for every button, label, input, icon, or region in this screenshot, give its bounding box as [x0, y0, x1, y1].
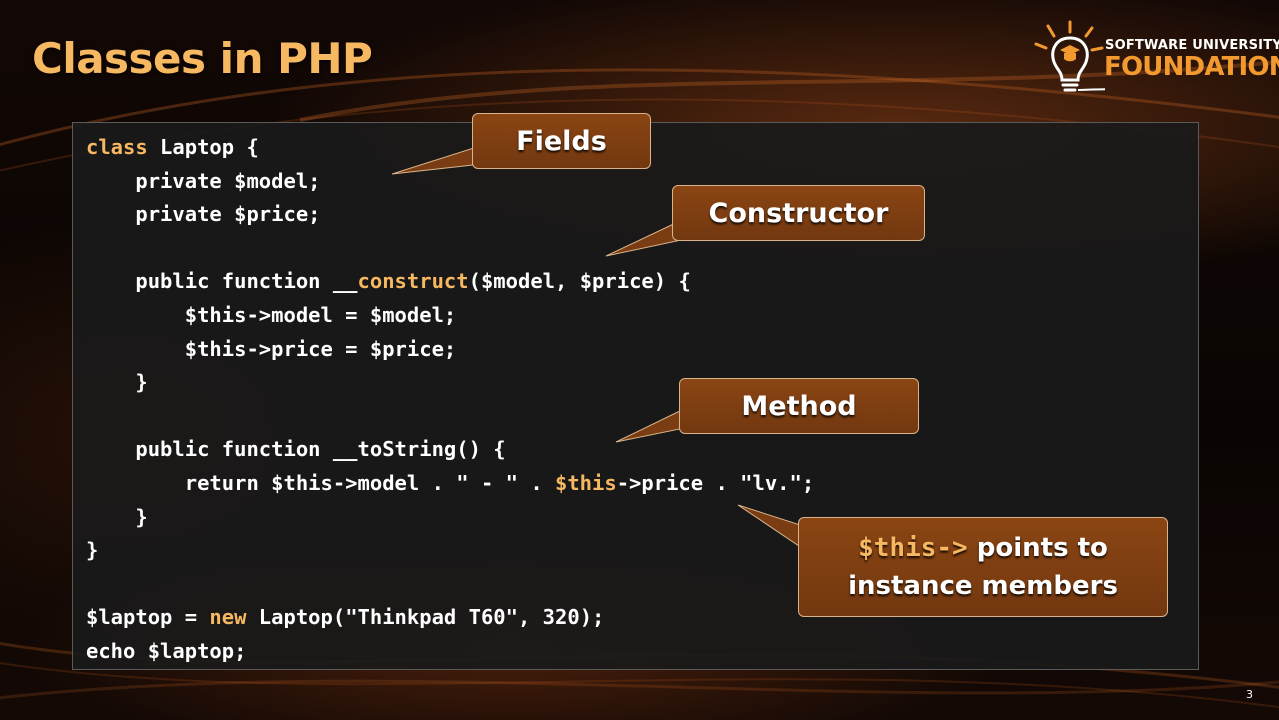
- code-line: return $this->model . " - " . $this->pri…: [86, 470, 815, 495]
- code-line: $this->price = $price;: [86, 336, 457, 361]
- page-number: 3: [1246, 688, 1253, 701]
- lightbulb-graduation-cap-icon: [1034, 20, 1105, 92]
- constructor-callout: Constructor: [672, 185, 925, 241]
- php-code: class Laptop { private $model; private $…: [86, 131, 814, 669]
- code-line: private $model;: [86, 168, 321, 193]
- code-line: public function __construct($model, $pri…: [86, 269, 691, 294]
- method-callout: Method: [679, 378, 919, 434]
- code-line: $laptop = new Laptop("Thinkpad T60", 320…: [86, 605, 605, 630]
- code-line: public function __toString() {: [86, 437, 506, 462]
- this-pointer-callout: $this-> points to instance members: [798, 517, 1168, 617]
- this-callout-line2: instance members: [848, 571, 1118, 601]
- logo-text-foundation: FOUNDATION: [1104, 52, 1279, 82]
- logo-text-software-university: SOFTWARE UNIVERSITY: [1105, 38, 1279, 53]
- fields-callout: Fields: [472, 113, 651, 169]
- code-line: class Laptop {: [86, 135, 259, 159]
- this-callout-text1: points to: [967, 533, 1108, 563]
- softuni-foundation-logo: SOFTWARE UNIVERSITY FOUNDATION: [1030, 18, 1279, 98]
- code-line: $this->model = $model;: [86, 302, 457, 327]
- code-line: }: [86, 504, 148, 529]
- this-callout-line1: $this-> points to: [858, 529, 1108, 567]
- code-line: private $price;: [86, 202, 321, 227]
- code-line: }: [86, 538, 99, 563]
- this-arrow-code: $this->: [858, 533, 968, 563]
- slide-title: Classes in PHP: [32, 34, 373, 83]
- code-line: echo $laptop;: [86, 638, 247, 663]
- code-line: }: [86, 370, 148, 395]
